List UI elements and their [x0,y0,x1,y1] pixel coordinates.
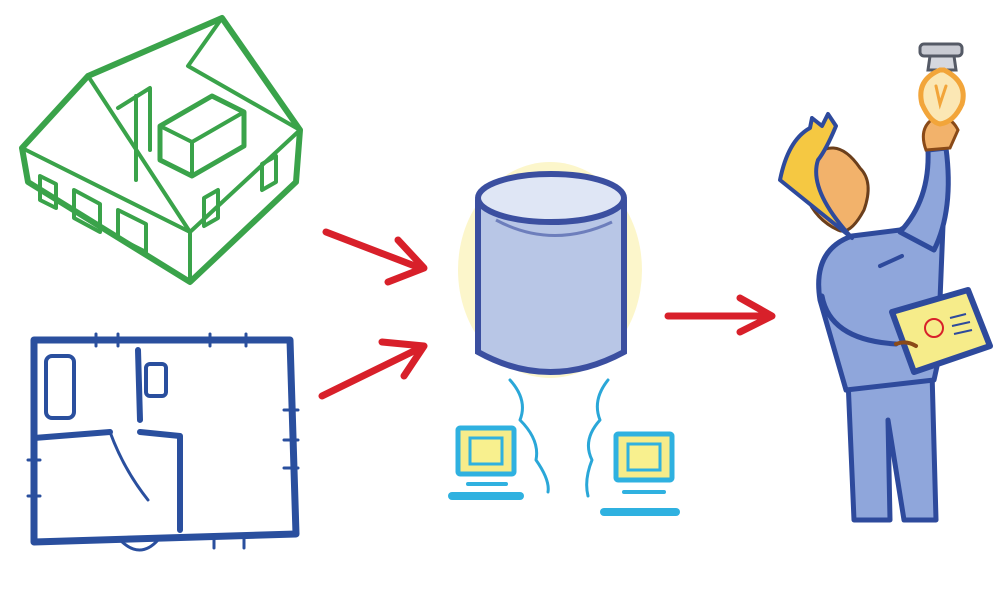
database-cylinder-icon [458,162,642,378]
network-cables [508,378,610,498]
computer-monitor-icon [600,431,680,516]
arrow-plan-to-database [318,338,428,400]
hair-icon [778,112,854,240]
tablet-icon [889,287,993,375]
computer-monitor-icon [448,425,524,500]
arrow-database-to-technician [664,294,776,336]
floor-plan-icon [26,332,300,552]
house-wireframe-icon [19,15,303,285]
light-bulb-icon [918,42,966,127]
technician-person-icon [778,112,960,523]
arrow-house-to-database [322,228,428,286]
